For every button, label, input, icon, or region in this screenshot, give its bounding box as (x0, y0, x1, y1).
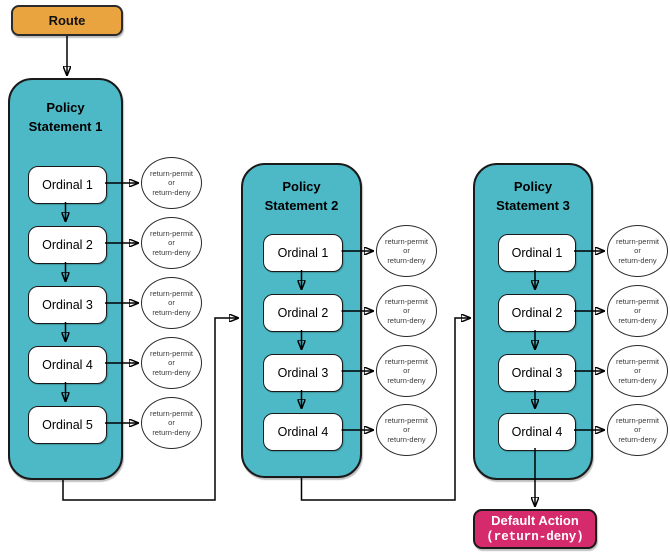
route-box: Route (11, 5, 123, 36)
outcome-line3: return-deny (152, 367, 191, 377)
outcome-ellipse-ps1-2: return-permit or return-deny (141, 217, 202, 269)
outcome-line1: return-permit (616, 356, 659, 366)
outcome-ellipse-ps2-2: return-permit or return-deny (376, 285, 437, 337)
outcome-line1: return-permit (150, 408, 193, 418)
outcome-ellipse-ps1-4: return-permit or return-deny (141, 337, 202, 389)
ps3-ordinal-2: Ordinal 2 (498, 294, 576, 332)
outcome-line3: return-deny (387, 434, 426, 444)
outcome-line1: return-permit (150, 168, 193, 178)
ps2-ordinal-3: Ordinal 3 (263, 354, 343, 392)
outcome-line3: return-deny (152, 247, 191, 257)
ps1-ordinal-5: Ordinal 5 (28, 406, 107, 444)
ps3-ordinal-4: Ordinal 4 (498, 413, 576, 451)
outcome-line3: return-deny (618, 255, 657, 265)
outcome-line3: return-deny (618, 434, 657, 444)
outcome-ellipse-ps3-4: return-permit or return-deny (607, 404, 668, 456)
outcome-line2: or (403, 306, 410, 316)
ps1-ordinal-4: Ordinal 4 (28, 346, 107, 384)
outcome-line1: return-permit (385, 236, 428, 246)
outcome-line3: return-deny (618, 315, 657, 325)
outcome-line1: return-permit (616, 415, 659, 425)
default-action-box: Default Action (return-deny) (473, 509, 597, 549)
outcome-line1: return-permit (385, 415, 428, 425)
outcome-line3: return-deny (387, 375, 426, 385)
outcome-ellipse-ps3-1: return-permit or return-deny (607, 225, 668, 277)
outcome-line1: return-permit (616, 296, 659, 306)
outcome-line3: return-deny (152, 187, 191, 197)
outcome-line2: or (403, 425, 410, 435)
outcome-line1: return-permit (150, 228, 193, 238)
outcome-ellipse-ps1-3: return-permit or return-deny (141, 277, 202, 329)
outcome-line3: return-deny (618, 375, 657, 385)
outcome-line2: or (634, 306, 641, 316)
outcome-ellipse-ps2-4: return-permit or return-deny (376, 404, 437, 456)
ps2-ordinal-1: Ordinal 1 (263, 234, 343, 272)
outcome-line2: or (634, 425, 641, 435)
outcome-line1: return-permit (385, 356, 428, 366)
ps2-ordinal-2: Ordinal 2 (263, 294, 343, 332)
default-action-code: (return-deny) (486, 530, 584, 544)
policy-statement-2-box: Policy Statement 2 Ordinal 1 Ordinal 2 O… (241, 163, 362, 478)
policy-statement-3-box: Policy Statement 3 Ordinal 1 Ordinal 2 O… (473, 163, 593, 480)
outcome-line2: or (168, 418, 175, 428)
outcome-ellipse-ps2-1: return-permit or return-deny (376, 225, 437, 277)
ps1-ordinal-2: Ordinal 2 (28, 226, 107, 264)
outcome-line1: return-permit (150, 348, 193, 358)
route-label: Route (48, 13, 86, 28)
outcome-line1: return-permit (150, 288, 193, 298)
outcome-line2: or (634, 366, 641, 376)
outcome-line1: return-permit (385, 296, 428, 306)
outcome-line2: or (168, 358, 175, 368)
ps3-ordinal-1: Ordinal 1 (498, 234, 576, 272)
outcome-line2: or (634, 246, 641, 256)
outcome-line3: return-deny (387, 255, 426, 265)
ps2-ordinal-4: Ordinal 4 (263, 413, 343, 451)
policy-statement-1-title: Policy Statement 1 (28, 100, 103, 134)
outcome-line2: or (168, 238, 175, 248)
policy-statement-3-title: Policy Statement 3 (496, 179, 570, 213)
outcome-line2: or (403, 366, 410, 376)
ps3-ordinal-3: Ordinal 3 (498, 354, 576, 392)
outcome-line2: or (168, 298, 175, 308)
outcome-line3: return-deny (152, 307, 191, 317)
outcome-ellipse-ps3-3: return-permit or return-deny (607, 345, 668, 397)
policy-statement-2-title: Policy Statement 2 (264, 179, 339, 213)
outcome-line1: return-permit (616, 236, 659, 246)
outcome-line2: or (403, 246, 410, 256)
outcome-ellipse-ps2-3: return-permit or return-deny (376, 345, 437, 397)
outcome-line2: or (168, 178, 175, 188)
outcome-line3: return-deny (152, 427, 191, 437)
ps1-ordinal-1: Ordinal 1 (28, 166, 107, 204)
outcome-line3: return-deny (387, 315, 426, 325)
outcome-ellipse-ps1-1: return-permit or return-deny (141, 157, 202, 209)
outcome-ellipse-ps3-2: return-permit or return-deny (607, 285, 668, 337)
policy-statement-1-box: Policy Statement 1 Ordinal 1 Ordinal 2 O… (8, 78, 123, 480)
outcome-ellipse-ps1-5: return-permit or return-deny (141, 397, 202, 449)
default-action-title: Default Action (491, 513, 579, 528)
ps1-ordinal-3: Ordinal 3 (28, 286, 107, 324)
